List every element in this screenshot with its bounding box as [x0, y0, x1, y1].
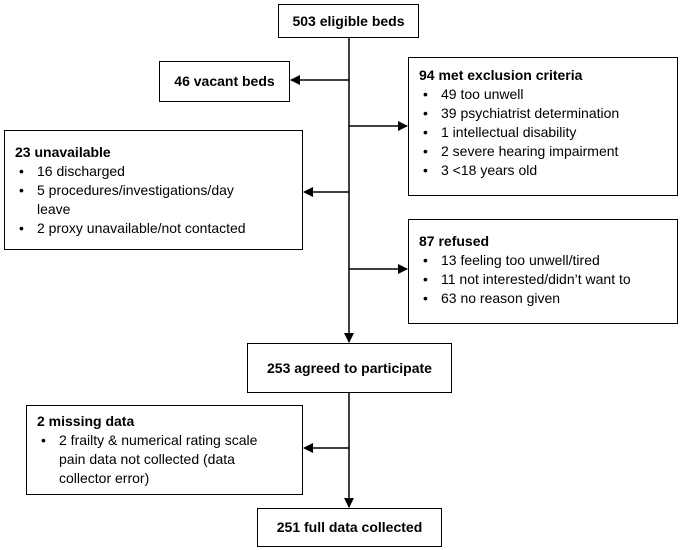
vacant-beds-label: 46 vacant beds — [174, 73, 275, 89]
list-item: 3 <18 years old — [419, 161, 671, 180]
list-item: 13 feeling too unwell/tired — [419, 251, 671, 270]
list-item: 49 too unwell — [419, 85, 671, 104]
list-item: 11 not interested/didn’t want to — [419, 270, 671, 289]
list-item: 63 no reason given — [419, 289, 671, 308]
unavailable-list: 16 discharged 5 procedures/investigation… — [15, 162, 296, 238]
list-item: 1 intellectual disability — [419, 123, 671, 142]
list-item: 16 discharged — [15, 162, 296, 181]
refused-box: 87 refused 13 feeling too unwell/tired 1… — [408, 219, 678, 324]
unavailable-title: 23 unavailable — [15, 144, 111, 160]
list-item: 2 severe hearing impairment — [419, 142, 671, 161]
list-item: 2 frailty & numerical rating scale pain … — [37, 431, 281, 488]
refused-title: 87 refused — [419, 233, 490, 249]
exclusion-list: 49 too unwell 39 psychiatrist determinat… — [419, 85, 671, 180]
missing-title: 2 missing data — [37, 413, 135, 429]
full-data-box: 251 full data collected — [257, 508, 442, 547]
unavailable-box: 23 unavailable 16 discharged 5 procedure… — [4, 130, 303, 250]
refused-list: 13 feeling too unwell/tired 11 not inter… — [419, 251, 671, 308]
missing-data-box: 2 missing data 2 frailty & numerical rat… — [26, 405, 303, 495]
agreed-box: 253 agreed to participate — [247, 343, 452, 393]
list-item: 5 procedures/investigations/day leave — [15, 181, 262, 219]
eligible-beds-label: 503 eligible beds — [292, 12, 405, 29]
eligible-beds-box: 503 eligible beds — [278, 4, 419, 38]
list-item: 2 proxy unavailable/not contacted — [15, 219, 296, 238]
list-item: 39 psychiatrist determination — [419, 104, 671, 123]
agreed-label: 253 agreed to participate — [267, 359, 432, 376]
exclusion-title: 94 met exclusion criteria — [419, 67, 583, 83]
full-data-label: 251 full data collected — [276, 519, 423, 535]
missing-list: 2 frailty & numerical rating scale pain … — [37, 431, 296, 488]
exclusion-criteria-box: 94 met exclusion criteria 49 too unwell … — [408, 57, 678, 196]
vacant-beds-box: 46 vacant beds — [159, 61, 290, 102]
